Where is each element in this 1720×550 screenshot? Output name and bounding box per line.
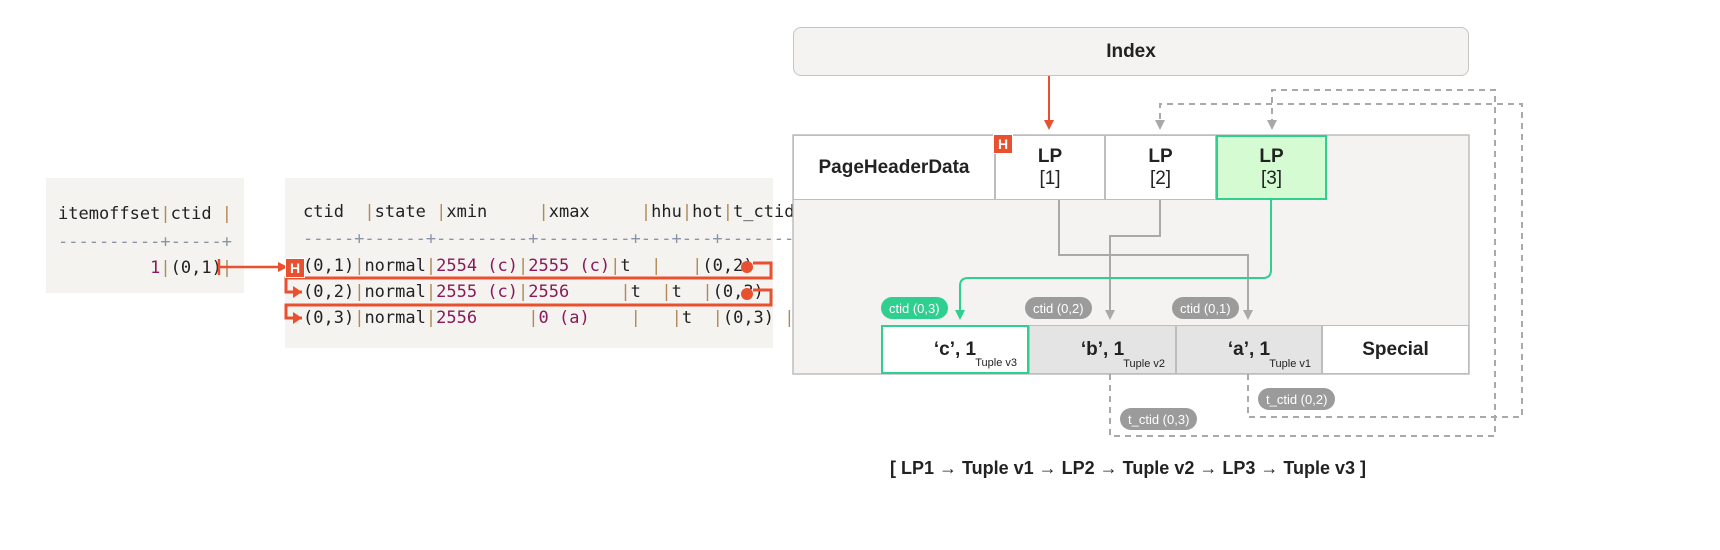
row2-ctid: (0,2)	[303, 282, 355, 302]
lp1-to-tuple-v1-line	[1058, 200, 1253, 320]
chain-dot-row2	[741, 288, 753, 300]
itemoffset-header: itemoffset	[58, 204, 161, 224]
lp3-to-tuple-v3-line	[955, 200, 1272, 320]
index-label: Index	[1106, 40, 1156, 62]
lp-2-title: LP	[1148, 145, 1173, 167]
lp-3-cell: LP [3]	[1216, 135, 1327, 200]
lp-3-title: LP	[1259, 145, 1284, 167]
col-state: state	[374, 202, 426, 222]
lp-3-index: [3]	[1260, 167, 1283, 189]
row3-xmax: 0 (a)	[538, 308, 590, 328]
row1-state: normal	[364, 256, 426, 276]
row2-state: normal	[364, 282, 426, 302]
lp-1-cell: LP [1]	[995, 135, 1105, 200]
ctid-pill-v3: ctid (0,3)	[881, 297, 948, 319]
itemoffset-value: 1	[150, 258, 161, 278]
ctid-header: ctid	[170, 204, 212, 224]
tuple-v2-cell: ‘b’, 1 Tuple v2	[1029, 325, 1176, 374]
tuple-v2-label: ‘b’, 1	[1080, 338, 1125, 360]
col-t-ctid: t_ctid	[733, 202, 795, 222]
tuple-v3-cell: ‘c’, 1 Tuple v3	[881, 325, 1029, 374]
tuple-table: ctid |state |xmin |xmax |hhu|hot|t_ctid|…	[285, 178, 805, 348]
chain-row2-to-row3	[284, 288, 773, 320]
col-hhu: hhu	[651, 202, 682, 222]
lp-2-cell: LP [2]	[1105, 135, 1216, 200]
col-xmin: xmin	[446, 202, 488, 222]
row2-hhu: t	[630, 282, 641, 302]
chain-dot-row1	[741, 261, 753, 273]
table-row: (0,1)|normal|2554 (c)|2555 (c)|t | |(0,2…	[303, 256, 754, 276]
itemoffset-separator: ----------+-----+	[58, 232, 232, 252]
tuple-v1-cell: ‘a’, 1 Tuple v1	[1176, 325, 1322, 374]
row1-t-ctid: (0,2)	[702, 256, 754, 276]
tuple-v1-to-lp2-dashed	[1109, 89, 1496, 437]
row2-xmin: 2555 (c)	[436, 282, 518, 302]
tuple-v1-label: ‘a’, 1	[1227, 338, 1271, 360]
tuple-v2-version: Tuple v2	[1123, 358, 1165, 370]
ctid-pill-v1: ctid (0,1)	[1172, 297, 1239, 319]
chain-arrowhead-row3	[293, 312, 302, 324]
row3-xmin: 2556	[436, 308, 478, 328]
lp-1-hot-badge: H	[993, 134, 1013, 154]
tuple-v3-label: ‘c’, 1	[933, 338, 977, 360]
chain-caption: [ LP1 → Tuple v1 → LP2 → Tuple v2 → LP3 …	[889, 458, 1367, 478]
index-box: Index	[793, 27, 1469, 76]
row2-hot: t	[671, 282, 682, 302]
lp-1-title: LP	[1037, 145, 1063, 167]
row3-ctid: (0,3)	[303, 308, 355, 328]
row1-xmin: 2554 (c)	[436, 256, 518, 276]
tuple-separator: -----+------+---------+---------+---+---…	[303, 229, 805, 249]
tuple-v2-to-lp3-dashed	[1155, 103, 1523, 418]
t-ctid-pill-v2: t_ctid (0,3)	[1120, 408, 1198, 430]
chain-row1-to-row2	[284, 261, 773, 294]
tuple-v3-version: Tuple v3	[975, 357, 1017, 369]
ctid-pill-v2: ctid (0,2)	[1025, 297, 1092, 319]
lp-2-index: [2]	[1149, 167, 1172, 189]
col-xmax: xmax	[548, 202, 590, 222]
t-ctid-pill-v1: t_ctid (0,2)	[1258, 388, 1336, 410]
chain-arrowhead-row2	[293, 286, 302, 298]
row3-t-ctid: (0,3)	[722, 308, 775, 328]
table-row: (0,2)|normal|2555 (c)|2556 |t |t |(0,3)	[303, 282, 764, 302]
tuple-v1-version: Tuple v1	[1269, 358, 1311, 370]
itemoffset-header-row: itemoffset|ctid |	[58, 204, 233, 224]
special-cell: Special	[1322, 325, 1469, 374]
itemoffset-ctid: (0,1)	[170, 258, 222, 278]
row3-hot: t	[681, 308, 693, 328]
lp-1-index: [1]	[1039, 167, 1061, 189]
row3-state: normal	[364, 308, 426, 328]
row1-ctid: (0,1)	[303, 256, 355, 276]
row1-hhu: t	[620, 256, 631, 276]
table-row: (0,3)|normal|2556 |0 (a) | |t |(0,3) |	[303, 308, 795, 328]
col-ctid: ctid	[303, 202, 344, 222]
col-hot: hot	[692, 202, 723, 222]
row1-xmax: 2555 (c)	[528, 256, 611, 276]
page-header-cell: PageHeaderData	[793, 135, 995, 200]
row2-xmax: 2556	[528, 282, 570, 302]
hot-badge: H	[285, 258, 305, 278]
special-label: Special	[1362, 338, 1429, 360]
page-header-label: PageHeaderData	[818, 156, 970, 178]
tuple-header-row: ctid |state |xmin |xmax |hhu|hot|t_ctid|	[303, 202, 805, 222]
